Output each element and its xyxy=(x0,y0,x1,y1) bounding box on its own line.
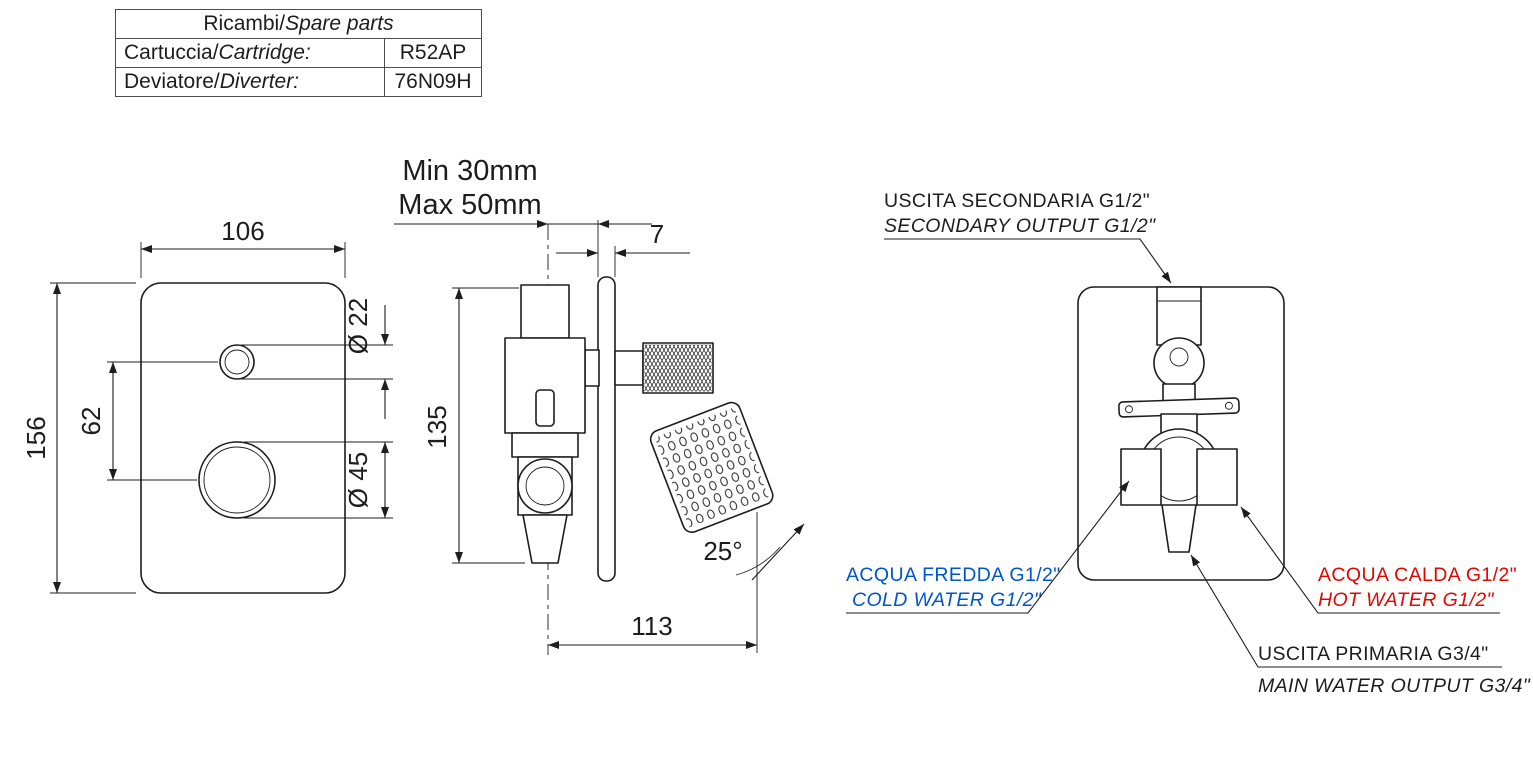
diverter-code: 76N09H xyxy=(384,67,482,97)
diverter-mechanism-side-inner xyxy=(525,466,565,506)
secondary-output-label: USCITA SECONDARIA G1/2" SECONDARY OUTPUT… xyxy=(884,190,1172,284)
table-row-cartridge: Cartuccia/Cartridge: R52AP xyxy=(115,38,482,68)
main-output-leader xyxy=(1190,554,1502,668)
body-flange-side xyxy=(511,432,579,458)
mixer-knob-front-inner xyxy=(203,446,271,514)
main-output-text-en: MAIN WATER OUTPUT G3/4" xyxy=(1258,675,1531,697)
outlet-plate-holes xyxy=(654,407,769,528)
handle-shaft xyxy=(584,349,600,387)
dim-depth-min-value: Min 30mm xyxy=(402,155,537,187)
cartridge-label-regular: Cartuccia/ xyxy=(124,41,219,64)
body-label-plate xyxy=(535,389,555,427)
cartridge-label-italic: Cartridge: xyxy=(218,41,311,64)
dim-spacing-62: 62 xyxy=(76,361,218,481)
diverter-label-regular: Deviatore/ xyxy=(124,70,220,93)
cold-water-text-it: ACQUA FREDDA G1/2" xyxy=(846,564,1061,586)
dim-total-depth-113: 113 xyxy=(548,512,758,653)
table-title-regular: Ricambi/ xyxy=(203,12,286,35)
main-output-text-it: USCITA PRIMARIA G3/4" xyxy=(1258,643,1489,665)
front-plate-outline xyxy=(140,282,346,594)
dim-large-diameter-value: Ø 45 xyxy=(343,452,373,508)
secondary-output-leader xyxy=(884,238,1172,284)
dim-height-156: 156 xyxy=(21,282,136,594)
diverter-knob-front xyxy=(219,344,255,380)
cold-water-port xyxy=(1120,448,1162,506)
front-view: 106 156 62 Ø 22 xyxy=(21,216,393,594)
dim-depth-minmax: Min 30mm Max 50mm xyxy=(394,155,652,228)
wall-plate-side xyxy=(597,276,616,582)
diverter-label-italic: Diverter: xyxy=(219,70,300,93)
cold-water-label: ACQUA FREDDA G1/2" COLD WATER G1/2" xyxy=(846,480,1130,614)
connection-labels: USCITA SECONDARIA G1/2" SECONDARY OUTPUT… xyxy=(846,190,1531,697)
table-row-header: Ricambi/Spare parts xyxy=(115,9,482,39)
cold-water-leader xyxy=(846,480,1130,614)
dim-plate-thickness-value: 7 xyxy=(650,219,664,249)
dim-body-height-value: 135 xyxy=(422,405,452,448)
table-title-italic: Spare parts xyxy=(285,12,394,35)
hot-water-port xyxy=(1196,448,1238,506)
cartridge-label-cell: Cartuccia/Cartridge: xyxy=(115,38,385,68)
main-output-port xyxy=(1161,504,1197,553)
cartridge-code: R52AP xyxy=(384,38,482,68)
valve-body-side xyxy=(504,284,600,564)
outlet-plate-side xyxy=(649,401,774,533)
top-inlet-pipe-side xyxy=(520,284,570,339)
back-view xyxy=(1077,286,1285,581)
main-output-label: USCITA PRIMARIA G3/4" MAIN WATER OUTPUT … xyxy=(1190,554,1531,697)
diverter-knob-front-inner xyxy=(224,349,250,375)
bracket-screw-left xyxy=(1125,405,1133,414)
handle-side xyxy=(614,342,714,394)
secondary-output-text-it: USCITA SECONDARIA G1/2" xyxy=(884,190,1150,212)
diverter-label-cell: Deviatore/Diverter: xyxy=(115,67,385,97)
hot-water-text-it: ACQUA CALDA G1/2" xyxy=(1318,564,1517,586)
dim-plate-thickness-7: 7 xyxy=(556,219,690,257)
handle-neck xyxy=(614,350,644,386)
dim-diameter-22: Ø 22 xyxy=(241,298,393,419)
dim-width-106: 106 xyxy=(140,216,346,278)
dim-diameter-45: Ø 45 xyxy=(244,441,393,519)
dim-angle-value: 25° xyxy=(703,536,742,566)
dim-depth-max-value: Max 50mm xyxy=(398,189,541,221)
table-header-cell: Ricambi/Spare parts xyxy=(115,9,482,39)
mixer-knob-front xyxy=(198,441,276,519)
upper-flange xyxy=(1153,337,1205,389)
side-view: Min 30mm Max 50mm 7 xyxy=(394,155,805,655)
dim-total-depth-value: 113 xyxy=(631,611,672,641)
hot-water-label: ACQUA CALDA G1/2" HOT WATER G1/2" xyxy=(1240,506,1517,614)
upper-flange-screw xyxy=(1169,347,1189,367)
hot-water-leader xyxy=(1240,506,1500,614)
dim-body-height-135: 135 xyxy=(422,287,525,564)
bottom-outlet-side xyxy=(522,514,568,564)
dim-angle-25: 25° xyxy=(703,523,805,581)
bracket-screw-right xyxy=(1225,401,1233,410)
dim-width-value: 106 xyxy=(221,216,264,246)
dim-small-diameter-value: Ø 22 xyxy=(343,298,373,354)
cold-water-text-en: COLD WATER G1/2" xyxy=(852,589,1042,611)
table-row-diverter: Deviatore/Diverter: 76N09H xyxy=(115,67,482,97)
dim-spacing-value: 62 xyxy=(76,407,106,436)
spare-parts-table: Ricambi/Spare parts Cartuccia/Cartridge:… xyxy=(115,9,482,97)
knurl-texture xyxy=(644,344,712,392)
secondary-output-text-en: SECONDARY OUTPUT G1/2" xyxy=(884,215,1156,237)
hot-water-text-en: HOT WATER G1/2" xyxy=(1318,589,1494,611)
dim-height-value: 156 xyxy=(21,416,51,459)
secondary-output-pipe xyxy=(1156,286,1202,346)
